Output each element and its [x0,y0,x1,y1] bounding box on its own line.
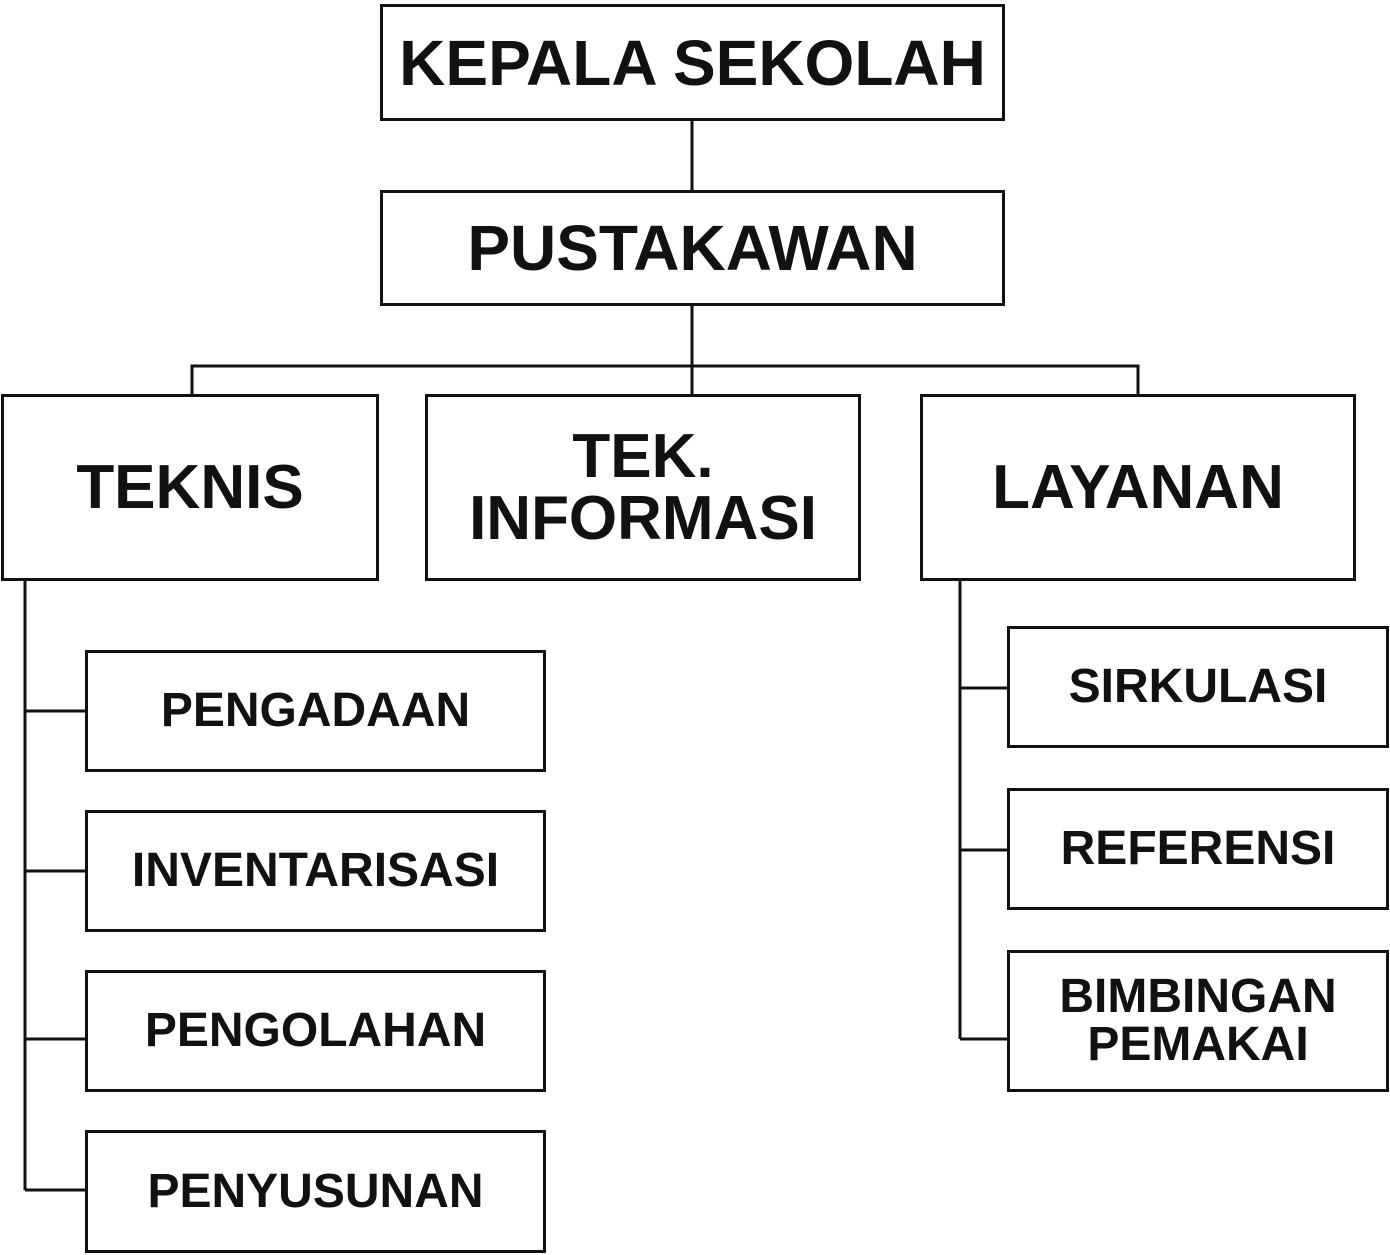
node-pustakawan: PUSTAKAWAN [380,190,1005,306]
node-referensi: REFERENSI [1007,788,1389,910]
node-penyusunan: PENYUSUNAN [85,1130,546,1253]
node-teknis: TEKNIS [1,394,379,581]
node-kepala-sekolah: KEPALA SEKOLAH [380,4,1005,121]
connector-divisions-bar [190,364,1140,395]
node-pengadaan: PENGADAAN [85,650,546,772]
node-layanan: LAYANAN [920,394,1356,581]
node-sirkulasi: SIRKULASI [1007,626,1389,748]
node-pengolahan: PENGOLAHAN [85,970,546,1092]
node-tek-informasi: TEK. INFORMASI [425,394,861,581]
node-bimbingan-pemakai: BIMBINGAN PEMAKAI [1007,950,1389,1092]
node-inventarisasi: INVENTARISASI [85,810,546,932]
